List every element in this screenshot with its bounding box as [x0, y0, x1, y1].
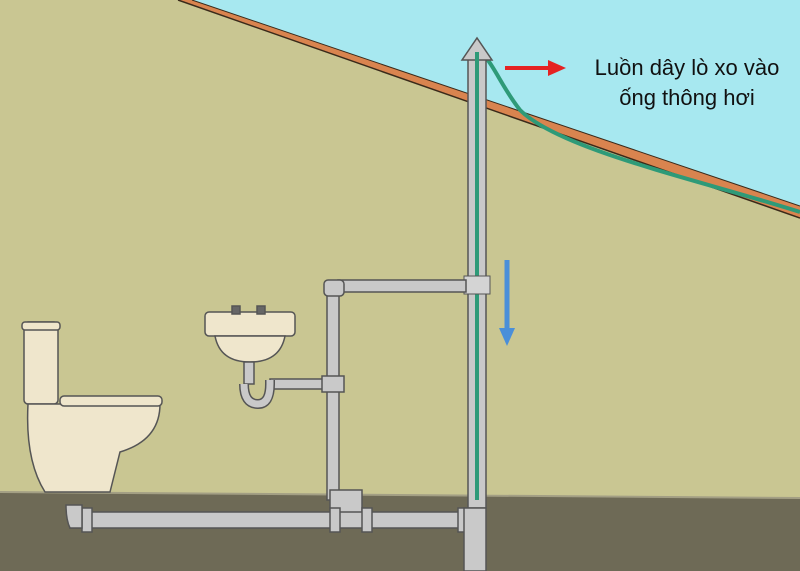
spring-wire	[477, 50, 800, 214]
toilet	[21, 321, 163, 493]
branch-pipes	[65, 279, 487, 571]
floor	[0, 492, 800, 571]
blue-down-arrow-icon	[499, 260, 515, 346]
annotation-line-1: Luồn dây lò xo vào	[594, 55, 780, 80]
red-arrow-icon	[505, 60, 566, 76]
annotation-label: Luồn dây lò xo vào ống thông hơi	[572, 53, 800, 113]
sink	[204, 305, 296, 410]
annotation-line-2: ống thông hơi	[619, 85, 755, 110]
